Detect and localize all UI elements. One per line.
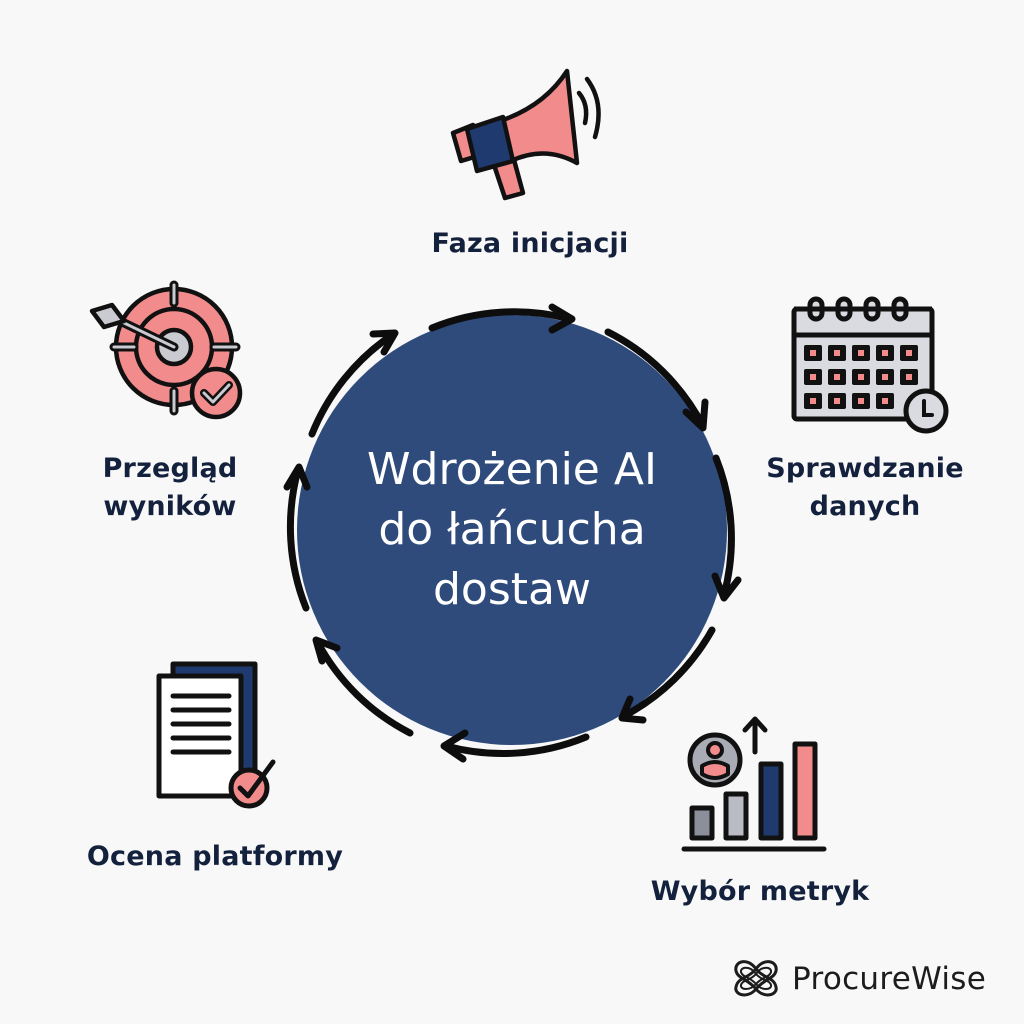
step-label-line: danych [809, 491, 921, 522]
arrow-head-icon [548, 303, 576, 334]
step-label-line: Wybór metryk [650, 876, 870, 907]
center-title-line: Wdrożenie AI [367, 444, 657, 495]
step-label-line: wyników [103, 491, 237, 522]
arrow-segment [442, 733, 590, 758]
arrow-segment [308, 331, 396, 438]
step-label-line: Ocena platformy [86, 841, 344, 872]
step-label-line: Faza inicjacji [431, 228, 629, 259]
arrow-segment [428, 308, 574, 332]
step-label: Ocena platformy [55, 838, 375, 876]
arrow-head-icon [618, 695, 647, 724]
step-label-line: Sprawdzanie [766, 453, 964, 484]
step-label-line: Przegląd [102, 453, 238, 484]
arrow-head-icon [711, 572, 742, 602]
document-check-icon [156, 661, 276, 809]
clock-icon [903, 388, 949, 434]
center-title: Wdrożenie AI do łańcucha dostaw [297, 315, 727, 745]
center-title-line: dostaw [433, 564, 591, 615]
target-check-icon [89, 280, 243, 420]
bar-chart-growth-icon [681, 716, 827, 852]
step-label: Wybór metryk [610, 873, 910, 911]
arrow-head-icon [283, 463, 311, 491]
arrow-head-icon [312, 636, 341, 665]
calendar-clock-icon [791, 296, 949, 434]
brand-name: ProcureWise [792, 961, 987, 997]
arrow-segment [712, 454, 735, 599]
arrow-segment [620, 626, 716, 720]
arrow-segment [286, 466, 310, 612]
center-title-line: do łańcucha [378, 504, 646, 555]
arrow-segment [314, 639, 414, 737]
step-label: Faza inicjacji [380, 225, 680, 263]
arrow-head-icon [682, 398, 709, 432]
arrow-head-icon [440, 729, 469, 763]
arrow-segment [604, 328, 707, 430]
arrow-head-icon [369, 329, 399, 356]
step-label: Sprawdzanie danych [740, 450, 990, 526]
knot-logo-icon [734, 960, 778, 997]
center-circle [297, 315, 727, 745]
megaphone-icon [450, 68, 601, 201]
brand-logo: ProcureWise [732, 955, 986, 1003]
step-label: Przegląd wyników [60, 450, 280, 526]
